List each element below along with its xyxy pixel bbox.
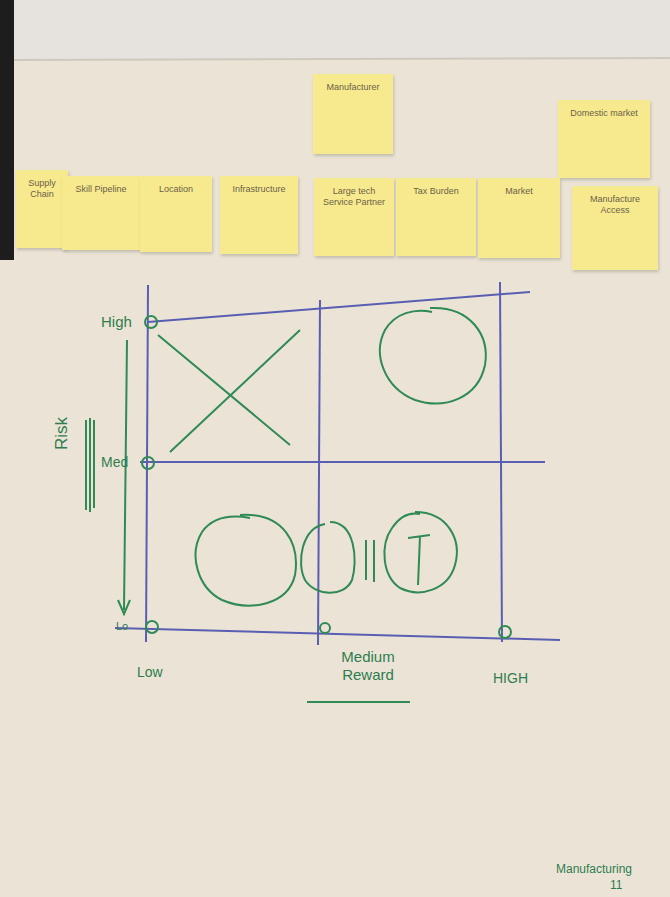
sticky-note: Supply Chain — [16, 170, 68, 248]
sticky-note: Skill Pipeline — [62, 176, 140, 250]
circle-mark — [196, 515, 296, 606]
axis-dot — [146, 621, 158, 633]
axis-dot — [145, 316, 157, 328]
grid-line — [148, 292, 530, 322]
sticky-note: Manufacturer — [313, 74, 393, 154]
axis-dot — [499, 626, 511, 638]
note-text: Market — [483, 186, 555, 197]
hand-label: Medium Reward — [318, 648, 418, 684]
grid-line — [115, 628, 560, 640]
risk-arrow — [118, 340, 130, 614]
hand-label: Low — [137, 664, 163, 680]
hand-label: Med — [101, 454, 128, 470]
sticky-note: Tax Burden — [396, 178, 476, 256]
grid-line — [140, 461, 545, 463]
note-text: Manufacture Access — [577, 194, 653, 217]
hand-label: Risk — [52, 417, 72, 450]
note-text: Tax Burden — [401, 186, 471, 197]
sticky-note: Location — [140, 176, 212, 252]
note-text: Location — [145, 184, 207, 195]
sticky-note: Manufacture Access — [572, 186, 658, 270]
axis-dot — [320, 623, 330, 633]
green-marks — [86, 308, 511, 702]
fold-line — [14, 58, 670, 60]
note-text: Skill Pipeline — [67, 184, 135, 195]
circle-mark — [380, 308, 486, 404]
sticky-note: Infrastructure — [220, 176, 298, 254]
hand-label: HIGH — [493, 670, 528, 686]
axis-dot — [142, 457, 154, 469]
grid-lines — [115, 282, 560, 645]
hand-label: 11 — [610, 878, 622, 892]
circle-mark — [301, 522, 355, 593]
circle-mark — [384, 512, 456, 592]
hand-label: High — [101, 313, 132, 330]
underline — [307, 701, 410, 703]
cross-mark — [158, 330, 300, 452]
hand-label: Lo — [116, 620, 128, 632]
hand-label: Manufacturing — [556, 862, 632, 876]
cross-mark — [408, 535, 430, 585]
sticky-note: Market — [478, 178, 560, 258]
sticky-note: Large tech Service Partner — [314, 178, 394, 256]
note-text: Manufacturer — [318, 82, 388, 93]
tally-mark — [366, 540, 374, 582]
grid-line — [146, 285, 148, 642]
board-edge — [0, 0, 14, 260]
note-text: Supply Chain — [21, 178, 63, 201]
risk-bracket — [86, 418, 94, 512]
note-text: Domestic market — [563, 108, 645, 119]
note-text: Large tech Service Partner — [319, 186, 389, 209]
note-text: Infrastructure — [225, 184, 293, 195]
sticky-note: Domestic market — [558, 100, 650, 178]
grid-line — [318, 300, 320, 645]
paper-fold — [0, 0, 670, 60]
